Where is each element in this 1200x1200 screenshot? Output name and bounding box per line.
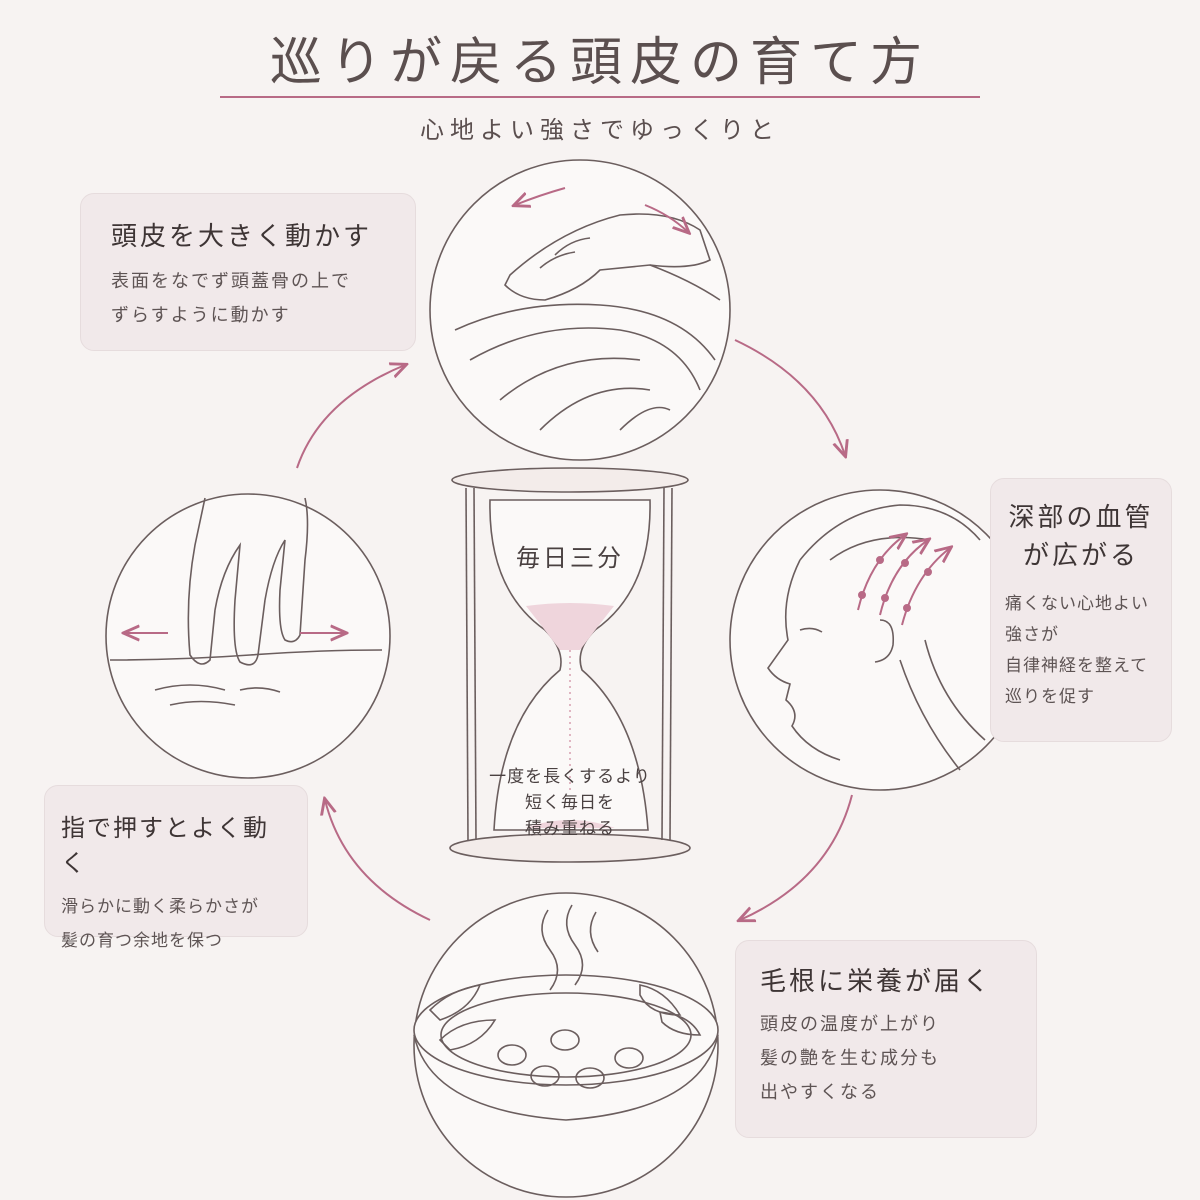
step-text-line: 巡りを促す: [1005, 687, 1095, 707]
step-card-finger-press: 指で押すとよく動く 滑らかに動く柔らかさが 髪の育つ余地を保つ: [44, 785, 308, 951]
hourglass-line: 短く毎日を: [525, 793, 615, 813]
step-text-line: 髪の育つ余地を保つ: [61, 931, 223, 951]
step-text-line: 髪の艶を生む成分も: [760, 1048, 940, 1069]
arrow-left-top: [296, 365, 405, 469]
step-text-line: 表面をなでず頭蓋骨の上で: [111, 271, 351, 292]
title-underline: [220, 96, 980, 98]
step-card-scalp-move: 頭皮を大きく動かす 表面をなでず頭蓋骨の上で ずらすように動かす: [80, 193, 416, 351]
hourglass: [449, 467, 691, 863]
step-text-line: 滑らかに動く柔らかさが: [61, 897, 259, 917]
page-title: 巡りが戻る頭皮の育て方: [269, 33, 930, 93]
step-card-nutrients: 毛根に栄養が届く 頭皮の温度が上がり 髪の艶を生む成分も 出やすくなる: [735, 940, 1037, 1138]
hourglass-line: 一度を長くするより: [489, 767, 651, 787]
step-text-line: 痛くない心地よい: [1005, 594, 1149, 614]
hourglass-top-label: 毎日三分: [516, 544, 624, 572]
cycle-arrows: [296, 339, 853, 921]
arrow-left-icon: [515, 187, 566, 205]
circle-bowl: [413, 892, 719, 1198]
step-text-line: 自律神経を整えて: [1005, 656, 1149, 676]
arrow-bottom-left: [325, 800, 431, 921]
arrow-right-icon: [644, 204, 688, 232]
step-text-line: 出やすくなる: [760, 1082, 880, 1103]
circle-finger-press: [105, 493, 391, 779]
step-heading-line: が広がる: [1022, 541, 1139, 571]
circle-face-vessels: [729, 489, 1031, 791]
hourglass-bottom-label: 一度を長くするより 短く毎日を 積み重ねる: [470, 764, 670, 842]
step-text-line: ずらすように動かす: [111, 305, 291, 326]
step-text-line: 頭皮の温度が上がり: [760, 1014, 940, 1035]
arrow-top-right: [734, 339, 845, 455]
arrow-right-bottom: [740, 794, 853, 920]
step-heading: 指で押すとよく動く: [61, 814, 269, 877]
step-heading: 深部の血管 が広がる: [1005, 499, 1157, 575]
step-heading: 頭皮を大きく動かす: [111, 222, 373, 252]
step-text-line: 強さが: [1005, 625, 1059, 645]
circle-scalp-move: [429, 159, 731, 461]
step-card-vessels: 深部の血管 が広がる 痛くない心地よい 強さが 自律神経を整えて 巡りを促す: [990, 478, 1172, 742]
page-subtitle: 心地よい強さでゆっくりと: [420, 116, 780, 144]
hourglass-line: 積み重ねる: [525, 819, 615, 839]
step-heading: 毛根に栄養が届く: [760, 967, 993, 997]
step-heading-line: 深部の血管: [1008, 503, 1154, 533]
